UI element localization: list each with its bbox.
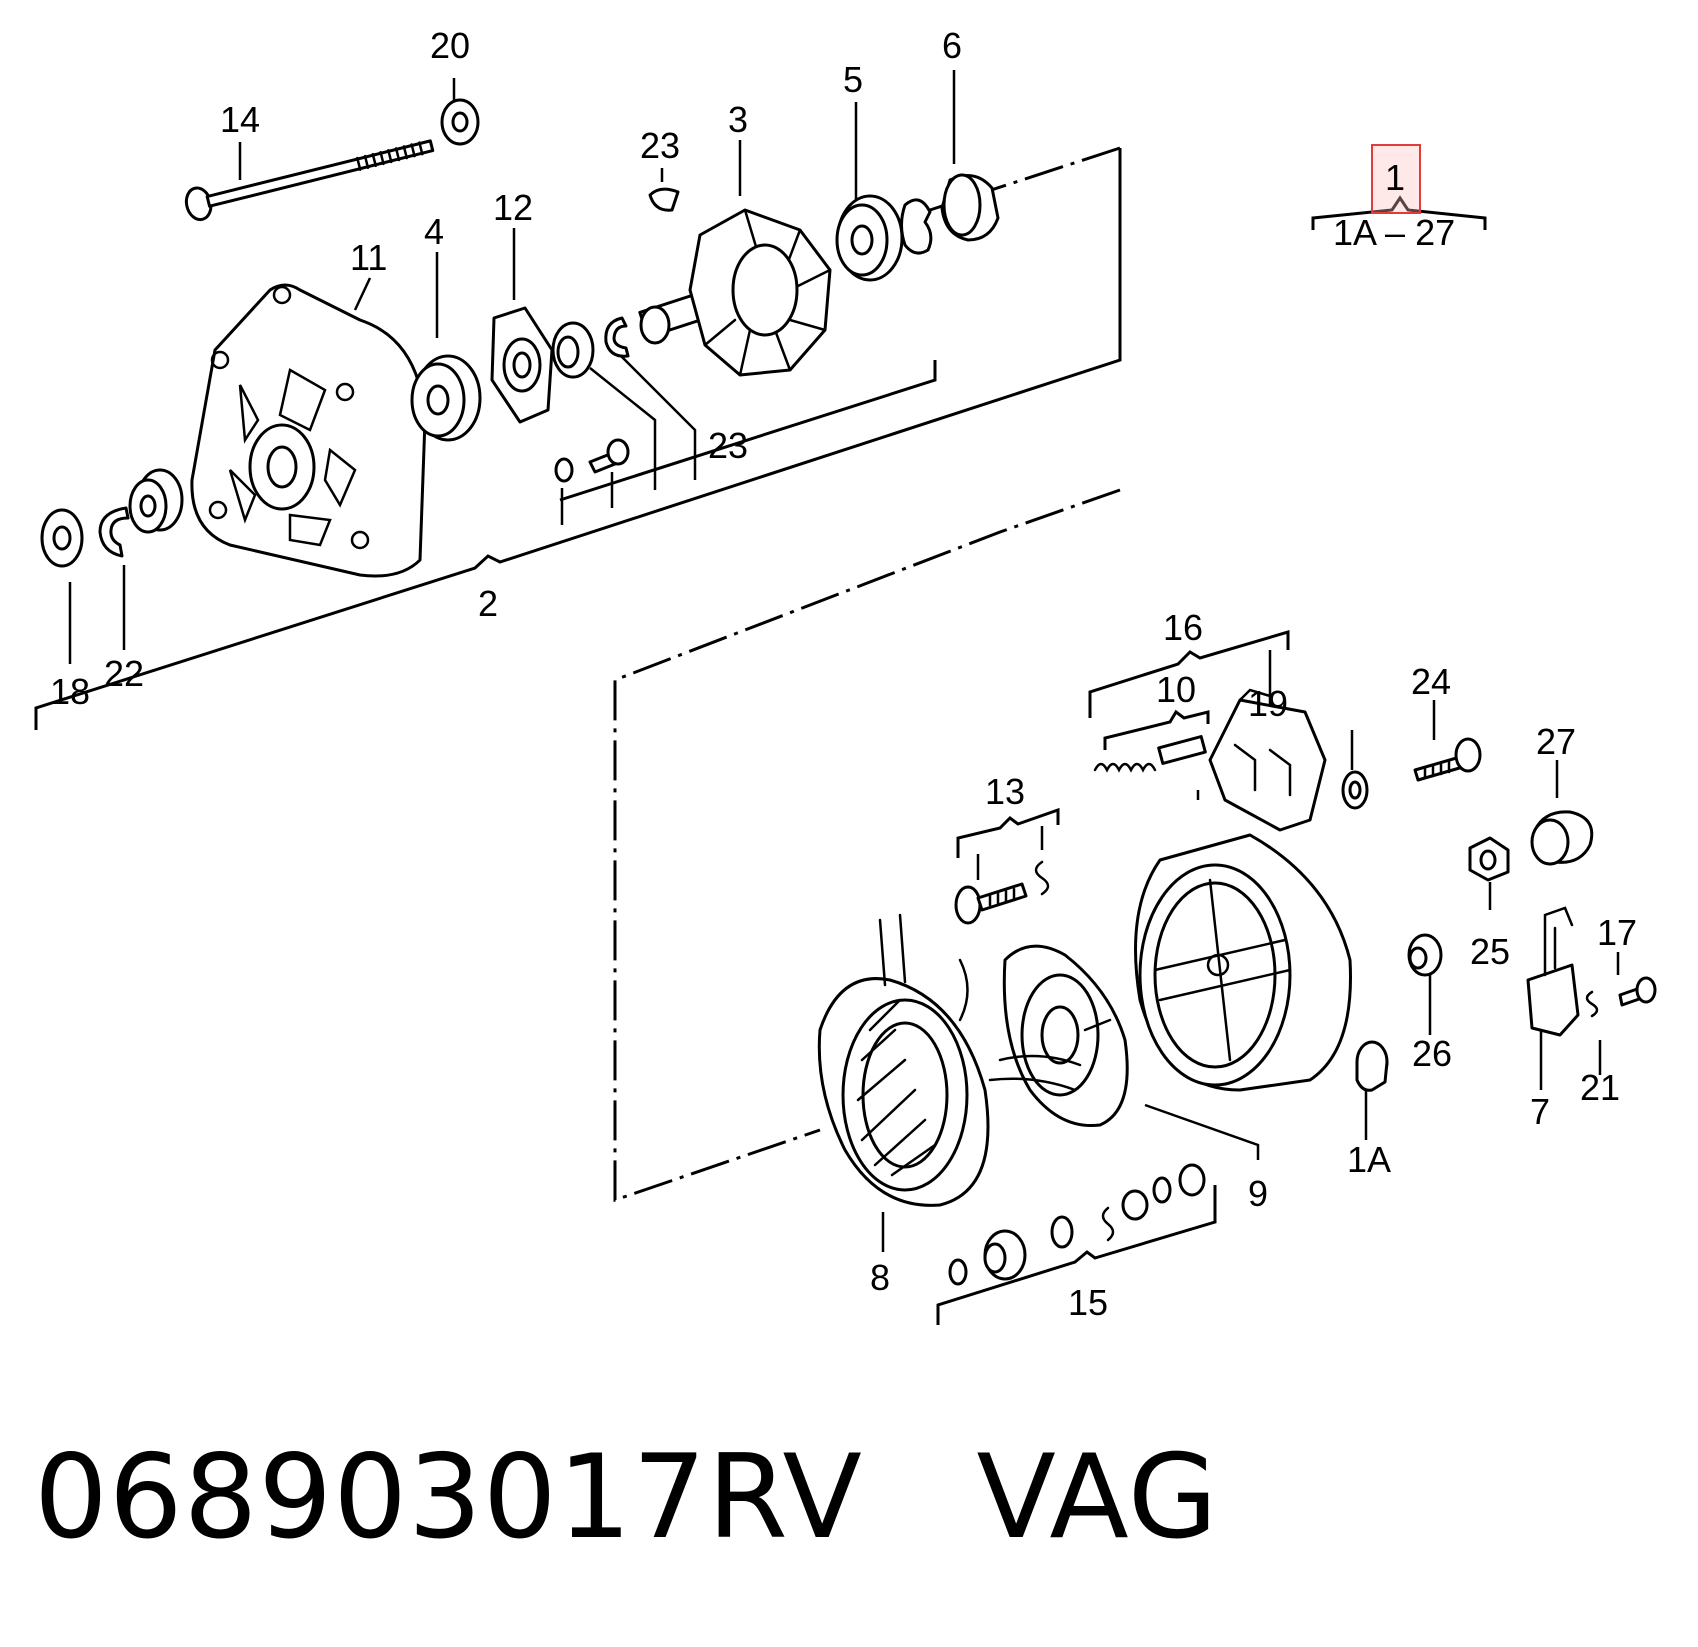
label-23-top: 23 [640,125,680,166]
label-12: 12 [493,187,533,228]
label-3: 3 [728,99,748,140]
upper-parts [40,98,1000,578]
label-1A: 1A [1347,1139,1391,1180]
label-6: 6 [942,25,962,66]
label-21: 21 [1580,1067,1620,1108]
part-labels: 20 14 6 5 3 23 12 4 11 23 2 18 22 1 1A –… [50,25,1637,1323]
label-17: 17 [1597,912,1637,953]
label-16: 16 [1163,607,1203,648]
selected-item-highlight[interactable] [1371,144,1421,214]
label-10: 10 [1156,669,1196,710]
label-9: 9 [1248,1173,1268,1214]
label-4: 4 [424,211,444,252]
label-5: 5 [843,59,863,100]
label-25: 25 [1470,931,1510,972]
rectifier-9 [988,944,1129,1128]
housing-end [1134,833,1352,1092]
label-15: 15 [1068,1282,1108,1323]
label-27: 27 [1536,721,1576,762]
label-11: 11 [350,237,387,278]
label-14: 14 [220,99,260,140]
label-19: 19 [1248,683,1288,724]
lower-parts [817,688,1657,1286]
label-23-mid: 23 [708,425,748,466]
label-18: 18 [50,671,90,712]
rotor-3 [638,208,832,377]
label-8: 8 [870,1257,890,1298]
label-22: 22 [104,653,144,694]
brand-name: VAG [976,1430,1219,1565]
label-1[interactable]: 1 [1385,157,1405,198]
label-7: 7 [1530,1091,1550,1132]
label-13: 13 [985,771,1025,812]
part-number-footer: 068903017RV VAG [34,1440,1219,1556]
label-26: 26 [1412,1033,1452,1074]
label-1A-27: 1A – 27 [1333,212,1455,253]
label-24: 24 [1411,661,1451,702]
stator-8 [817,913,990,1207]
bolt-14 [184,139,435,222]
assembly-frames [34,146,1487,1325]
label-2: 2 [478,583,498,624]
label-20: 20 [430,25,470,66]
housing-11 [190,283,427,578]
part-number: 068903017RV [34,1430,863,1565]
